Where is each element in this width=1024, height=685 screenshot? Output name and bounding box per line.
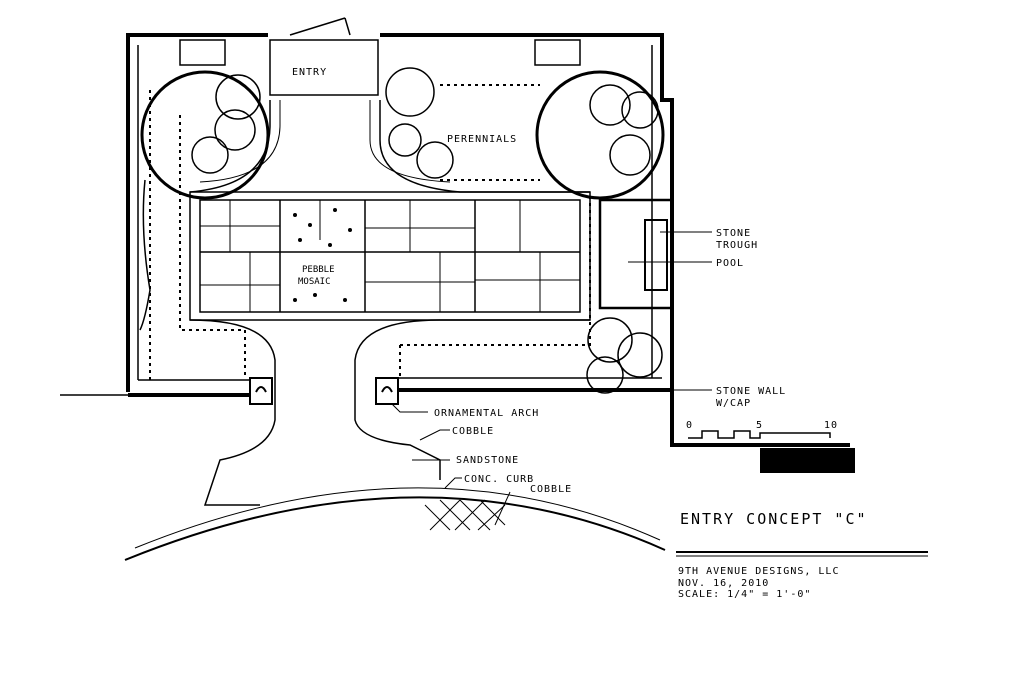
label-cobble: COBBLE (452, 426, 494, 437)
leader-lines (391, 231, 712, 526)
label-pebble: PEBBLE (302, 265, 335, 275)
stone-trough (598, 198, 674, 310)
paver-field (189, 191, 591, 321)
label-sandstone: SANDSTONE (456, 455, 519, 466)
label-stone-trough-2: TROUGH (716, 240, 758, 251)
drawing-title: ENTRY CONCEPT "C" (680, 510, 868, 528)
label-stone-wall: STONE WALL (716, 386, 786, 397)
ornamental-arch (249, 377, 399, 405)
label-entry: ENTRY (292, 67, 327, 78)
drawing-scale: SCALE: 1/4" = 1'-0" (678, 589, 811, 600)
concrete-curb (124, 496, 666, 561)
label-conc-curb: CONC. CURB (464, 474, 534, 485)
scale-tick-10: 10 (824, 420, 838, 431)
pebble-mosaic (293, 208, 352, 302)
tree-right (535, 70, 665, 200)
entry-gate (179, 17, 581, 96)
hedge (149, 84, 591, 380)
label-perennials: PERENNIALS (447, 134, 517, 145)
tree-left (140, 70, 270, 200)
label-stone-wall-cap: W/CAP (716, 398, 751, 409)
firm-name: 9TH AVENUE DESIGNS, LLC (678, 566, 839, 577)
label-stone-trough: STONE (716, 228, 751, 239)
label-cobble-2: COBBLE (530, 484, 572, 495)
entry-walk (189, 100, 590, 506)
stone-wall (60, 33, 850, 447)
scale-bar: 0 5 10 (686, 420, 855, 473)
vine (139, 179, 151, 331)
drawing-date: NOV. 16, 2010 (678, 578, 769, 589)
scale-tick-5: 5 (756, 420, 763, 431)
shrub-cluster (385, 67, 663, 394)
label-pool: POOL (716, 258, 744, 269)
cobble-hatch (424, 499, 506, 531)
label-ornamental-arch: ORNAMENTAL ARCH (434, 408, 539, 419)
scale-tick-0: 0 (686, 420, 693, 431)
cobble-band (134, 487, 661, 549)
label-mosaic: MOSAIC (298, 277, 331, 287)
